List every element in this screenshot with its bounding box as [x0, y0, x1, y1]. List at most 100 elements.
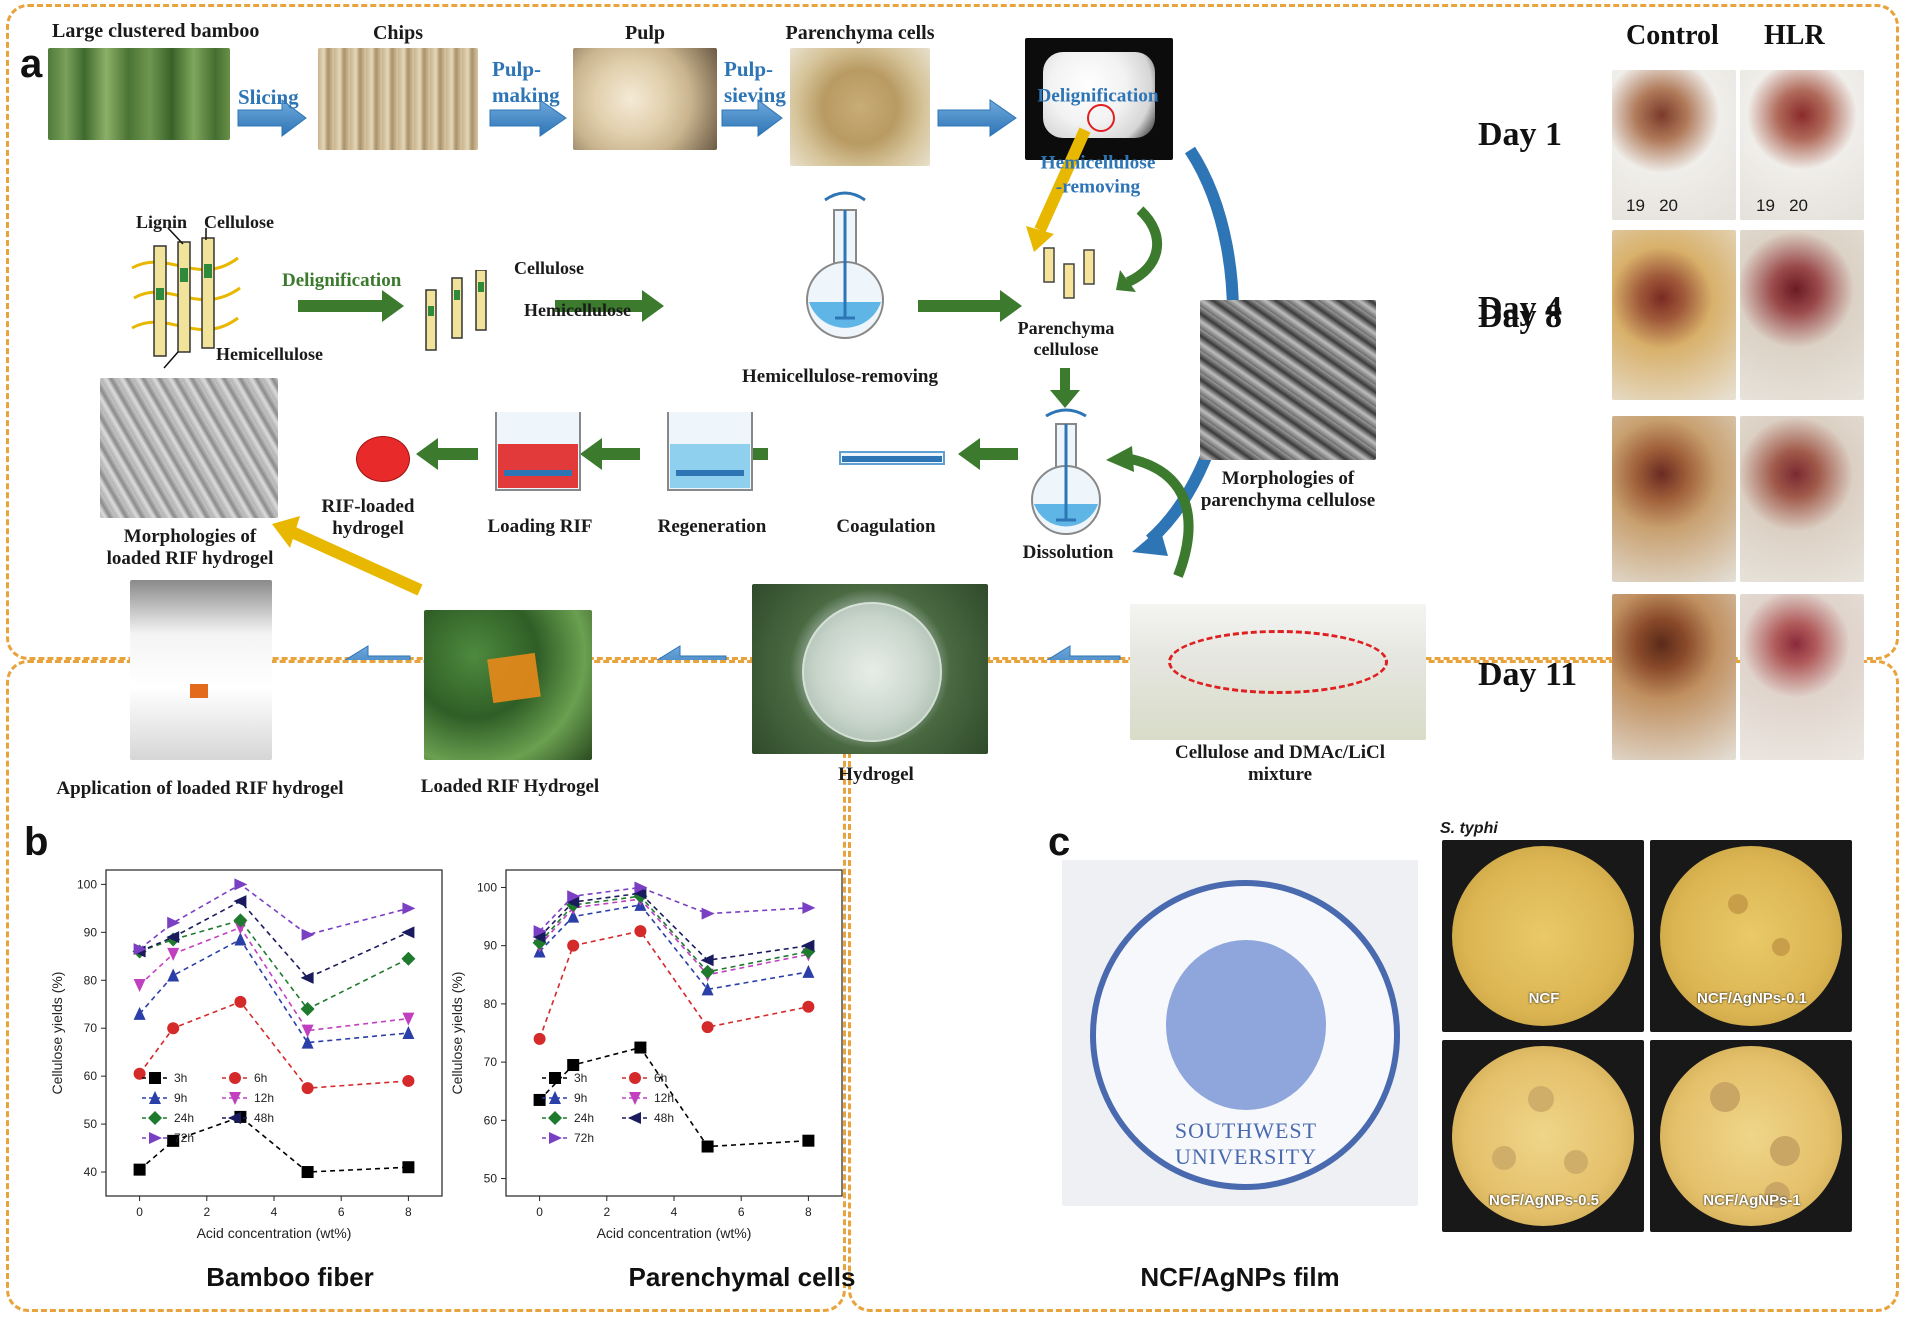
x-tick-label: 2 — [203, 1205, 210, 1219]
data-point-3h — [701, 1140, 714, 1153]
data-point-9h — [701, 982, 714, 996]
label-morph-parenchyma: Morphologies of parenchyma cellulose — [1200, 468, 1376, 511]
plot-frame — [505, 869, 843, 1197]
legend-item-3h: 3h — [542, 1071, 587, 1085]
hydrogel-photo — [752, 584, 988, 754]
series-3h — [533, 1041, 815, 1153]
flask-dissolution-icon — [1031, 408, 1101, 535]
legend-label: 3h — [174, 1071, 187, 1085]
mixture-photo — [1130, 604, 1426, 740]
flask-hemicellulose-icon — [806, 191, 884, 339]
series-24h — [132, 913, 416, 1017]
y-tick-label: 100 — [477, 880, 497, 894]
wound-hlr-day4 — [1740, 230, 1864, 400]
mouse-photo — [130, 580, 272, 760]
col-hlr: HLR — [1764, 20, 1825, 51]
data-point-72h — [567, 890, 581, 903]
x-tick-label: 8 — [805, 1205, 812, 1219]
plate-agnps-0-5 — [1442, 1040, 1644, 1232]
legend-label: 9h — [174, 1091, 187, 1105]
chips-photo — [318, 48, 478, 150]
data-point-6h — [634, 925, 647, 938]
data-point-9h — [402, 1026, 415, 1039]
y-axis-label: Cellulose yields (%) — [449, 972, 465, 1095]
legend-swatch-marker — [228, 1112, 241, 1124]
y-tick-label: 80 — [84, 973, 98, 987]
y-tick-label: 90 — [84, 925, 98, 939]
fiber-schematic — [131, 228, 241, 369]
label-parenchyma-cellulose: Parenchyma cellulose — [1017, 318, 1115, 359]
label-hemicellulose-a: Hemicellulose — [216, 344, 323, 364]
label-hydrogel: Hydrogel — [838, 764, 914, 785]
x-tick-label: 4 — [671, 1205, 678, 1219]
x-tick-label: 0 — [536, 1205, 543, 1219]
data-point-24h — [700, 964, 715, 979]
series-line-9h — [138, 938, 409, 1044]
film-disc: SOUTHWEST UNIVERSITY — [1090, 880, 1400, 1190]
day-1-label: Day 1 — [1478, 116, 1563, 153]
label-morph-rif: Morphologies of loaded RIF hydrogel — [106, 526, 274, 569]
hydrogel-disc — [802, 602, 942, 742]
data-point-6h — [133, 1067, 146, 1080]
data-point-72h — [301, 928, 315, 941]
label-dissolution: Dissolution — [1022, 542, 1114, 563]
red-circle-marker — [1087, 104, 1115, 132]
series-line-12h — [139, 926, 409, 1032]
wound-hlr-day1 — [1740, 70, 1864, 220]
wound-control-day1 — [1612, 70, 1736, 220]
series-12h — [133, 921, 415, 1038]
coagulation-dish-icon — [839, 451, 945, 465]
label-coagulation: Coagulation — [836, 516, 936, 537]
data-point-72h — [634, 881, 648, 894]
orange-hydrogel-square — [487, 652, 541, 704]
x-axis-label: Acid concentration (wt%) — [197, 1225, 352, 1241]
legend-swatch-marker — [149, 1091, 161, 1104]
legend-label: 48h — [254, 1111, 274, 1125]
data-point-3h — [567, 1059, 580, 1072]
series-6h — [133, 995, 415, 1095]
bamboo-photo — [48, 48, 230, 140]
wound-control-day11 — [1612, 594, 1736, 760]
plate-agnps-0-1 — [1650, 840, 1852, 1032]
data-point-3h — [634, 1041, 647, 1054]
legend-swatch-marker — [149, 1132, 162, 1144]
x-tick-label: 6 — [738, 1205, 745, 1219]
plate-ncf — [1442, 840, 1644, 1032]
parenchyma-photo — [790, 48, 930, 166]
legend-item-48h: 48h — [222, 1111, 274, 1125]
delignified-fibers — [425, 270, 487, 351]
data-point-72h — [402, 902, 416, 915]
y-tick-label: 70 — [484, 1055, 498, 1069]
label-pulp: Pulp — [624, 22, 666, 44]
data-point-6h — [301, 1082, 314, 1095]
delignified-photo — [1025, 38, 1173, 160]
data-point-48h — [633, 887, 647, 900]
wound-control-day8 — [1612, 416, 1736, 582]
label-hemicellulose-removing: Hemicellulose-removing — [742, 366, 938, 387]
legend-item-6h: 6h — [622, 1071, 667, 1085]
x-axis-label: Acid concentration (wt%) — [597, 1225, 752, 1241]
legend-item-9h: 9h — [142, 1091, 187, 1105]
legend-swatch-marker — [629, 1092, 641, 1105]
label-hemicellulose-b: Hemicellulose — [524, 300, 631, 320]
pulp-photo — [573, 48, 717, 150]
panel-c-letter: c — [1048, 820, 1071, 864]
data-point-24h — [300, 1002, 315, 1017]
regeneration-beaker-icon — [667, 412, 753, 491]
data-point-12h — [133, 979, 146, 993]
plate-agnps-1-label: NCF/AgNPs-1 — [1703, 1192, 1801, 1209]
legend-label: 6h — [254, 1071, 267, 1085]
panel-a-letter: a — [20, 42, 43, 86]
data-point-6h — [234, 995, 247, 1008]
data-point-72h — [167, 916, 181, 929]
data-point-9h — [133, 1006, 146, 1020]
series-48h — [132, 895, 415, 984]
series-line-9h — [539, 904, 809, 991]
y-tick-label: 50 — [484, 1172, 498, 1186]
x-tick-label: 6 — [338, 1205, 345, 1219]
data-point-3h — [301, 1166, 314, 1179]
